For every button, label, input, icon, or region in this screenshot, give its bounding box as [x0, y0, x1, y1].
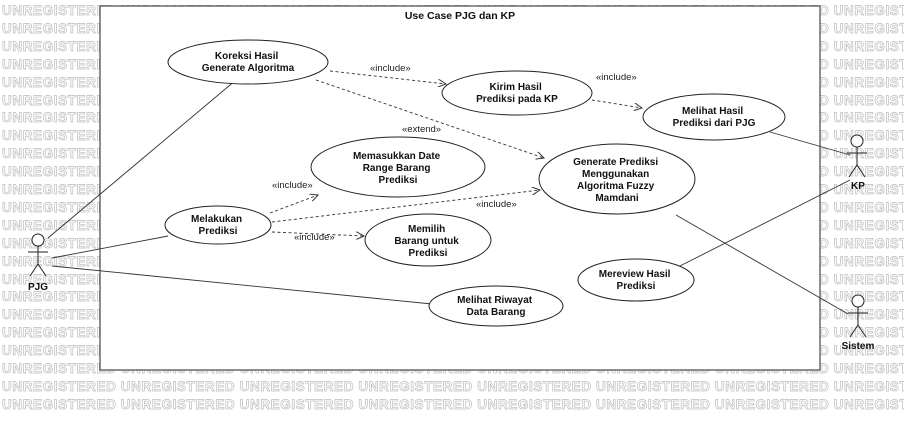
dep-koreksi-kirim — [329, 70, 446, 84]
usecase-koreksi-hasil-label: Koreksi Hasil Generate Algoritma — [202, 51, 295, 74]
assoc-kp-melihat — [769, 131, 851, 156]
label-include: «include» — [370, 63, 411, 74]
label-include: «include» — [476, 199, 517, 210]
usecase-kirim-hasil-label: Kirim Hasil Prediksi pada KP — [476, 82, 558, 105]
label-include: «include» — [272, 180, 313, 191]
usecase-mereview-hasil-label: Mereview Hasil Prediksi — [599, 269, 674, 292]
usecase-mereview-hasil — [577, 258, 695, 302]
usecase-memilih-barang — [364, 213, 492, 267]
usecase-melihat-riwayat — [428, 285, 564, 327]
dep-koreksi-generate — [315, 79, 544, 158]
associations — [47, 79, 851, 315]
actor-kp-label: KP — [851, 181, 865, 192]
assoc-pjg-koreksi — [47, 79, 237, 239]
usecase-koreksi-hasil — [167, 39, 329, 85]
actor-sistem-icon — [848, 294, 868, 338]
assoc-pjg-riwayat — [51, 265, 433, 305]
system-title: Use Case PJG dan KP — [405, 10, 515, 22]
usecase-melihat-hasil-label: Melihat Hasil Prediksi dari PJG — [673, 106, 756, 129]
actor-sistem-label: Sistem — [842, 341, 875, 352]
dependencies — [269, 70, 642, 236]
usecase-memasukkan-date-label: Memasukkan Date Range Barang Prediksi — [353, 151, 443, 186]
label-include: «include» — [596, 72, 637, 83]
label-extend: «extend» — [402, 124, 441, 135]
usecase-memasukkan-date — [310, 136, 486, 198]
usecase-melakukan-prediksi-label: Melakukan Prediksi — [191, 214, 245, 237]
usecase-melakukan-prediksi — [164, 205, 272, 245]
assoc-kp-mereview — [675, 179, 851, 269]
usecase-melihat-hasil — [642, 93, 786, 141]
dep-melakukan-memilih — [271, 231, 364, 236]
usecase-memilih-barang-label: Memilih Barang untuk Prediksi — [394, 224, 461, 259]
label-include: «include» — [294, 232, 335, 243]
assoc-pjg-melakukan — [51, 235, 169, 259]
assoc-sistem-generate — [675, 214, 849, 315]
usecase-generate-prediksi — [538, 143, 696, 215]
usecase-melihat-riwayat-label: Melihat Riwayat Data Barang — [457, 295, 535, 318]
dep-melakukan-generate — [271, 190, 540, 223]
dep-kirim-melihat — [591, 99, 642, 108]
actor-kp-icon — [847, 134, 867, 178]
actor-pjg-label: PJG — [28, 282, 48, 293]
usecase-generate-prediksi-label: Generate Prediksi Menggunakan Algoritma … — [573, 157, 661, 204]
actor-pjg-icon — [28, 233, 48, 277]
usecase-kirim-hasil — [441, 70, 593, 116]
